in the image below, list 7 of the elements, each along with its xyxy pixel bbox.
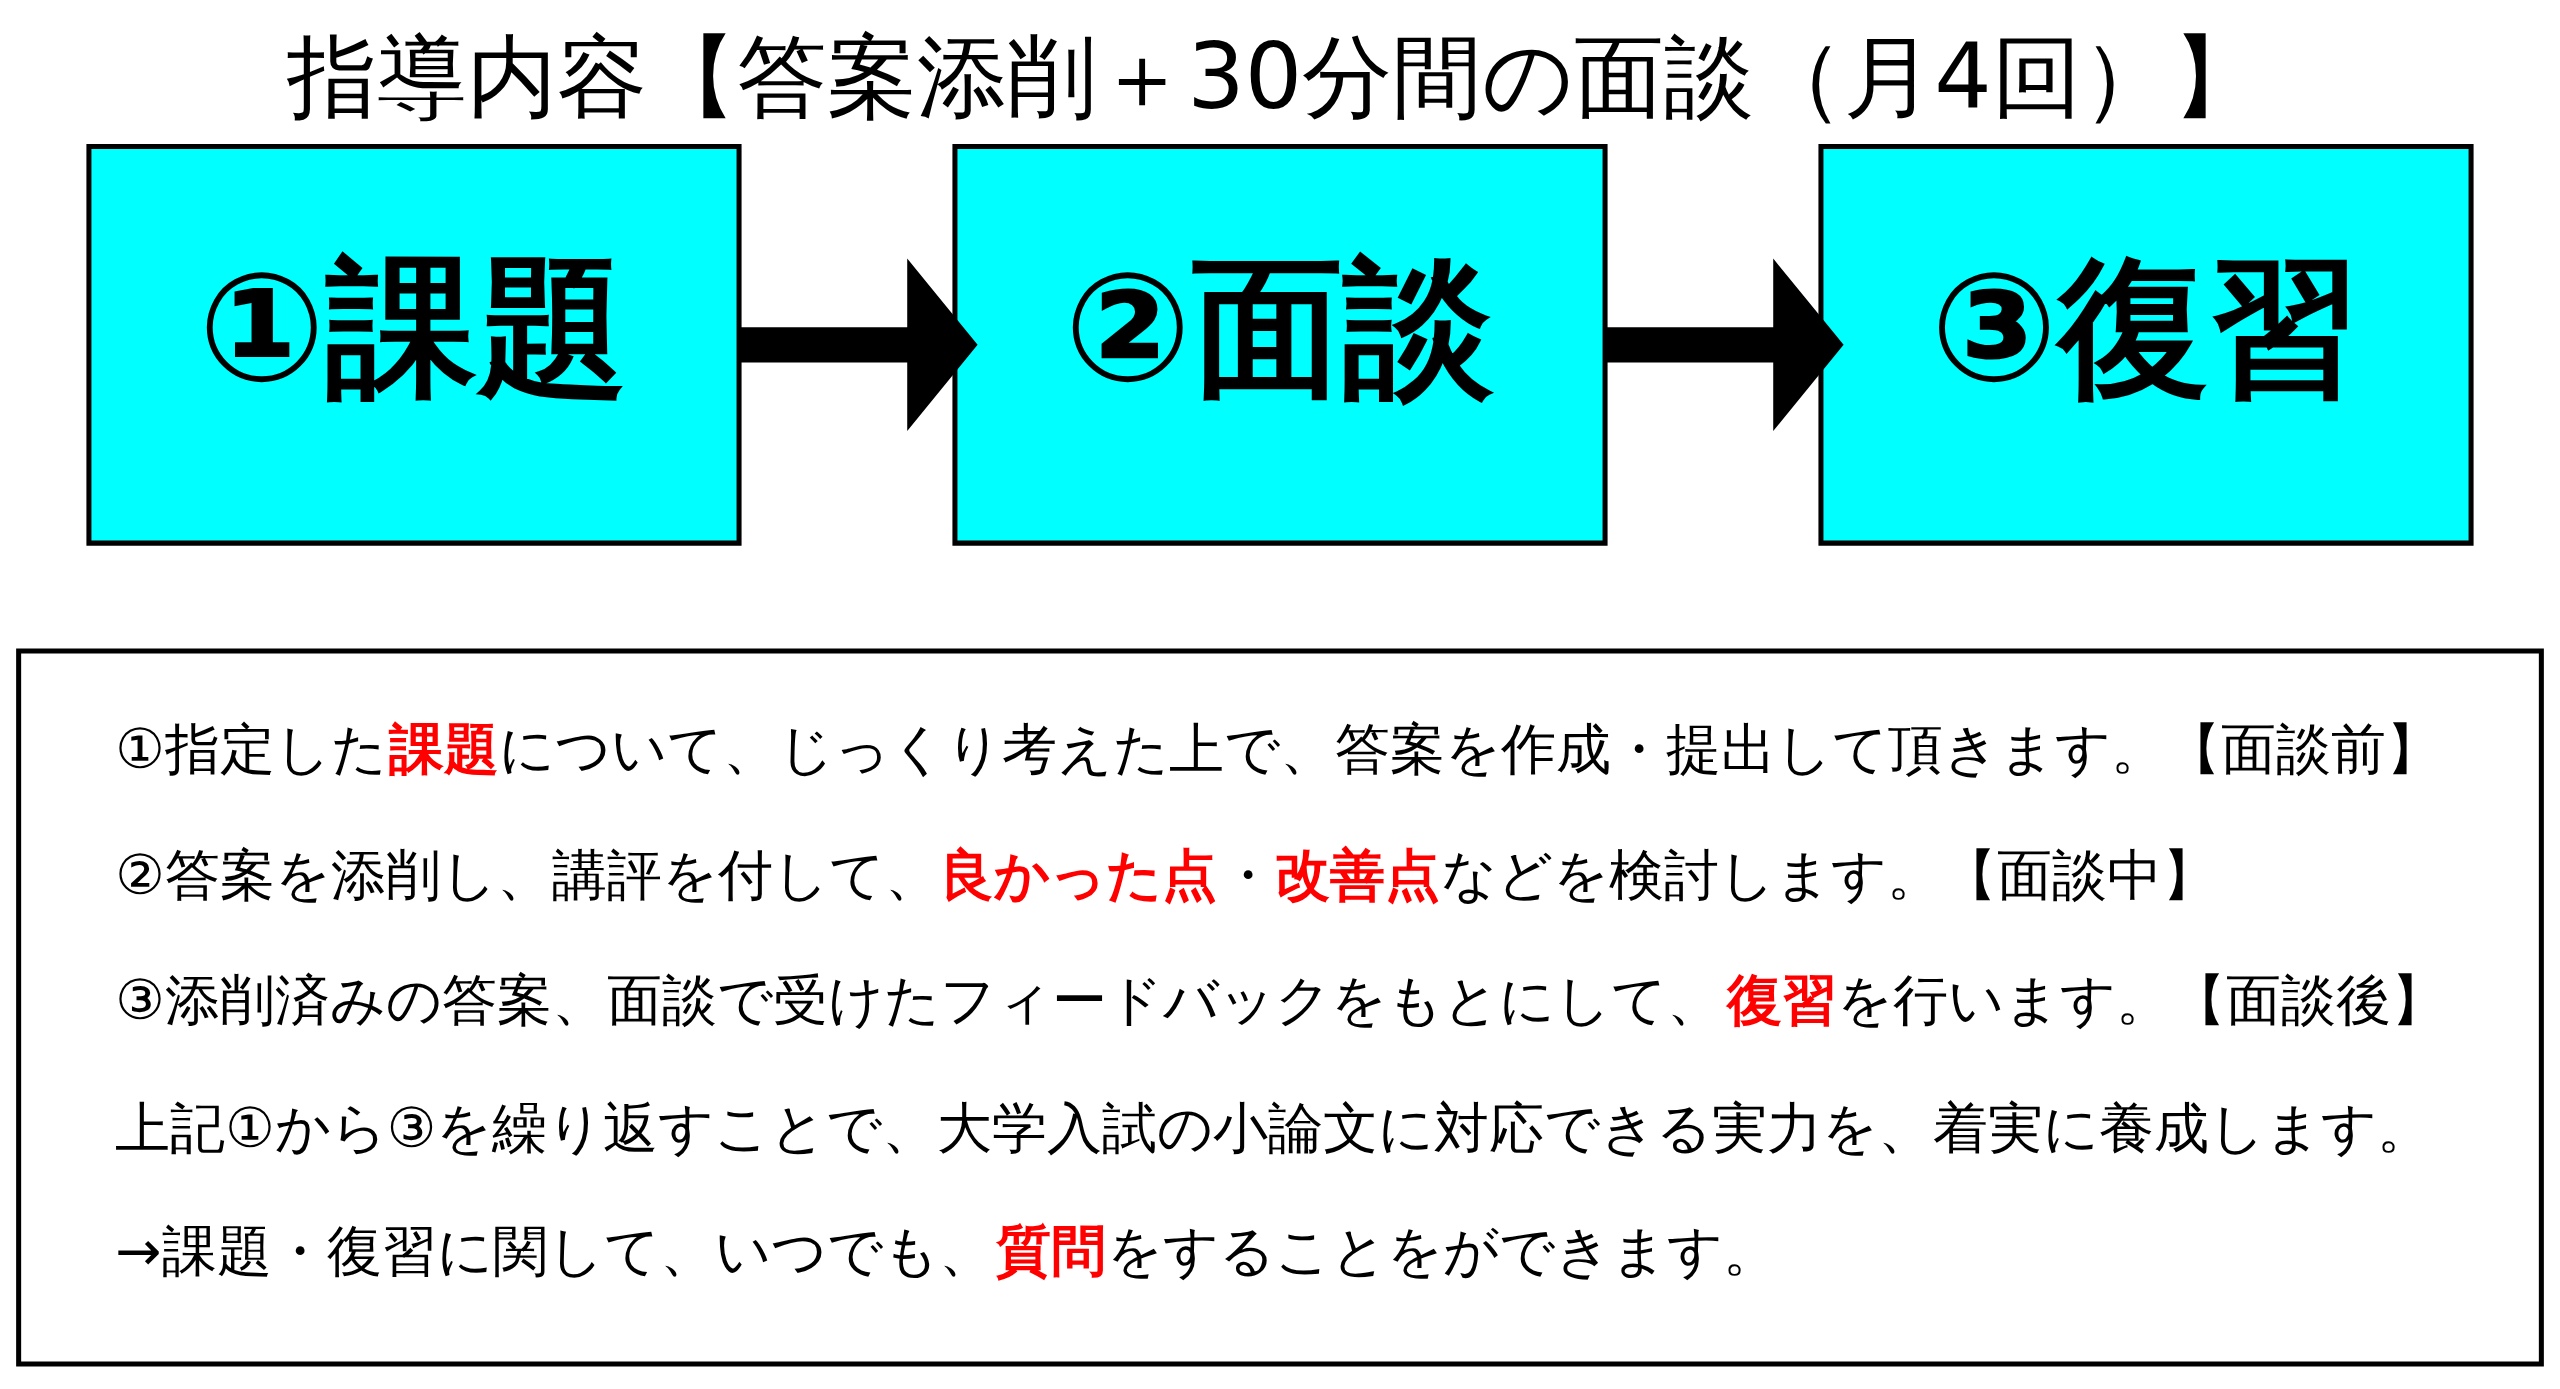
node-box: ③復習	[1818, 143, 2474, 546]
node-box: ②面談	[952, 143, 1608, 546]
arrow	[1605, 258, 1844, 431]
node-box: ①課題	[86, 143, 742, 546]
diagram-title: 指導内容【答案添削＋30分間の面談（月4回）】	[287, 23, 2262, 129]
arrow	[739, 258, 978, 431]
node-box: ①指定した課題について、じっくり考えた上で、答案を作成・提出して頂きます。【面談前】 ②答案を添削し、講評を付して、良かった点・改善点などを検討します。【面談中】 ③添削済みの答案、面談で受けたフィードバックをもとにして、復習を行います。【面談後】 上記①から③を繰り返すことで、大学入試の小論文に対応できる実力を、着実に養成します。 →課題・復習に関して、いつでも、質問をすることをができます。	[16, 648, 2544, 1366]
